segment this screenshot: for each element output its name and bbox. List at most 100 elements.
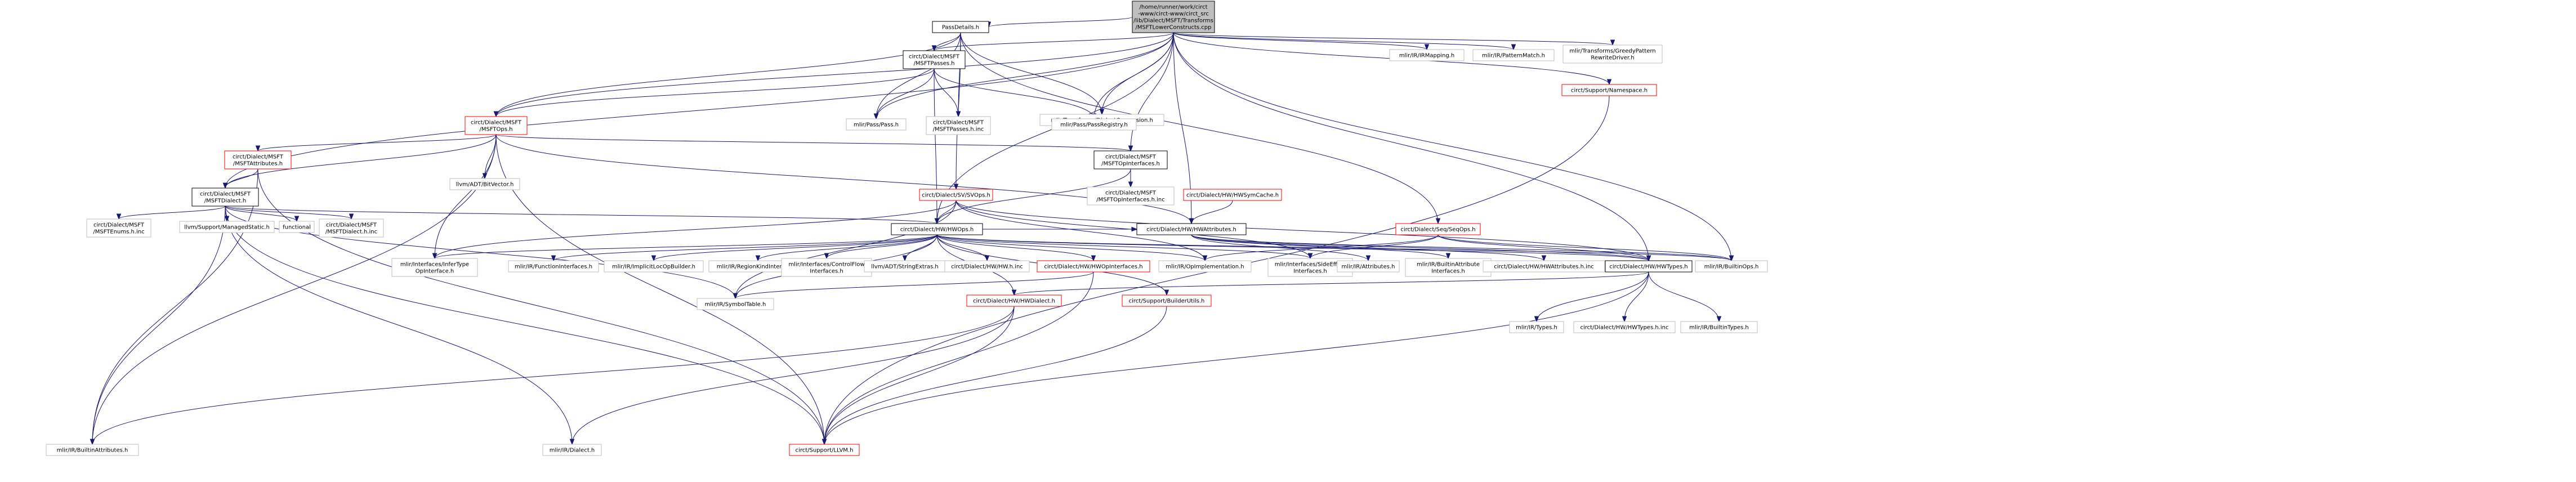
node-hwsymcache[interactable]: circt/Dialect/HW/HWSymCache.h: [1183, 189, 1282, 201]
node-builtinattrs: mlir/IR/BuiltinAttributes.h: [46, 444, 139, 456]
edge-arrowhead: [873, 113, 879, 120]
edge-arrowhead: [1099, 109, 1105, 115]
edge-line: [956, 200, 1649, 261]
node-label-line: /MSFTDialect.h.inc: [325, 229, 377, 235]
edge-line: [757, 234, 937, 261]
edge-line: [225, 32, 1174, 189]
node-passregistry: mlir/Pass/PassRegistry.h: [1051, 118, 1137, 131]
node-box: [86, 218, 151, 238]
node-label-line: mlir/IR/BuiltinAttribute: [1417, 262, 1480, 268]
node-namespace[interactable]: circt/Support/Namespace.h: [1561, 84, 1657, 96]
node-label-line: circt/Dialect/HW/HWDialect.h: [973, 298, 1055, 305]
edge-arrowhead: [1445, 253, 1451, 260]
node-svops[interactable]: circt/Dialect/SV/SVOps.h: [919, 189, 993, 201]
node-box: [1472, 49, 1555, 61]
node-builtinops: mlir/IR/BuiltinOps.h: [1695, 260, 1768, 273]
edge-line: [1093, 32, 1174, 119]
node-msftops[interactable]: circt/Dialect/MSFT/MSFTOps.h: [465, 116, 528, 135]
node-box: [542, 444, 602, 456]
node-label-line: /MSFTEnums.h.inc: [93, 229, 144, 235]
edge-msftpasses-to-pass: [873, 68, 935, 120]
node-label-line: circt/Dialect/HW/HWTypes.h.inc: [1581, 325, 1669, 331]
node-bitvector: llvm/ADT/BitVector.h: [449, 178, 520, 190]
node-box: [1483, 260, 1605, 273]
node-label-line: functional: [283, 225, 311, 231]
node-passdetails[interactable]: PassDetails.h: [932, 21, 989, 33]
edge-arrowhead: [294, 216, 300, 222]
edge-hwattrs-to-hwtypes: [1191, 234, 1651, 262]
edge-arrowhead: [493, 111, 499, 118]
edge-line: [434, 234, 937, 259]
edge-msftattrs-to-builtinattrs: [90, 168, 258, 445]
node-box: [1093, 150, 1168, 169]
edge-hwsymcache-to-hwattrs: [1189, 200, 1233, 225]
edge-hwops-to-hwopifaces: [936, 234, 1096, 262]
edge-line: [225, 206, 352, 220]
node-label-line: circt/Support/LLVM.h: [796, 448, 854, 454]
node-label-line: circt/Dialect/HW/HW.h.inc: [951, 264, 1023, 270]
node-label-line: /lib/Dialect/MSFT/Transforms: [1133, 18, 1213, 24]
edge-line: [1191, 234, 1544, 261]
node-label-line: circt/Dialect/HW/HWSymCache.h: [1186, 193, 1279, 199]
edge-hwtypes-to-hwdialect: [1011, 271, 1649, 296]
edge-line: [495, 134, 825, 445]
edge-arrowhead: [349, 213, 354, 220]
node-hwtypesinc: circt/Dialect/HW/HWTypes.h.inc: [1573, 321, 1676, 333]
edge-arrowhead: [116, 213, 122, 220]
node-hwdialect[interactable]: circt/Dialect/HW/HWDialect.h: [966, 294, 1062, 307]
edge-hwdialect-to-builtinattrs: [90, 306, 1015, 445]
node-label-line: circt/Dialect/MSFT: [93, 222, 145, 229]
node-hwopifaces[interactable]: circt/Dialect/HW/HWOpInterfaces.h: [1037, 260, 1150, 273]
edge-arrowhead: [822, 439, 827, 445]
node-msftpassesinc: circt/Dialect/MSFT/MSFTPasses.h.inc: [926, 116, 991, 135]
node-root[interactable]: /home/runner/work/circt-www/circt-www/ci…: [1132, 1, 1215, 33]
node-box: [1087, 186, 1175, 206]
node-label-line: mlir/IR/BuiltinAttributes.h: [57, 448, 128, 454]
node-label-line: mlir/Interfaces/InferType: [400, 262, 469, 268]
node-msftopifaces[interactable]: circt/Dialect/MSFT/MSFTOpInterfaces.h: [1093, 150, 1168, 169]
node-label-line: circt/Dialect/MSFT: [909, 54, 960, 60]
edge-hwattrs-to-hwattrsinc: [1191, 234, 1547, 262]
node-msftdialectinc: circt/Dialect/MSFT/MSFTDialect.h.inc: [319, 218, 384, 238]
edge-line: [876, 68, 935, 119]
edge-arrowhead: [1622, 316, 1627, 323]
edge-hwops-to-controlflow: [824, 234, 937, 260]
node-hwops[interactable]: circt/Dialect/HW/HWOps.h: [891, 223, 983, 235]
node-label-line: circt/Dialect/MSFT: [233, 154, 284, 160]
node-msftattrs[interactable]: circt/Dialect/MSFT/MSFTAttributes.h: [224, 150, 292, 169]
edge-line: [653, 234, 937, 261]
edge-hwtypes-to-builtintypes: [1648, 271, 1722, 323]
node-funcifaces: mlir/IR/FunctionInterfaces.h: [508, 260, 599, 273]
edge-arrowhead: [984, 255, 990, 262]
edge-arrowhead: [1511, 44, 1516, 51]
node-msftpasses[interactable]: circt/Dialect/MSFT/MSFTPasses.h: [903, 50, 966, 69]
edge-arrowhead: [432, 253, 437, 260]
node-hwattrs[interactable]: circt/Dialect/HW/HWAttributes.h: [1136, 223, 1247, 235]
edge-hwops-to-hwattrs: [982, 226, 1138, 232]
edge-line: [495, 134, 1131, 151]
edge-arrowhead: [1435, 218, 1441, 225]
edge-root-to-passdetails: [986, 16, 1133, 28]
node-label-line: circt/Dialect/HW/HWTypes.h: [1609, 264, 1687, 270]
node-box: [781, 258, 872, 277]
node-msftdialect[interactable]: circt/Dialect/MSFT/MSFTDialect.h: [191, 188, 259, 207]
edge-line: [1173, 32, 1613, 46]
edge-msftops-to-msftopifaces: [495, 134, 1133, 152]
edge-passdetails-to-seqops: [960, 32, 1441, 225]
node-label-line: Interfaces.h: [1293, 269, 1327, 275]
node-symboltable: mlir/IR/SymbolTable.h: [697, 298, 774, 310]
node-label-line: mlir/IR/ImplicitLocOpBuilder.h: [612, 264, 695, 270]
node-box: [1337, 260, 1400, 273]
node-box: [903, 50, 966, 69]
edge-line: [1191, 234, 1732, 261]
node-label-line: /MSFTAttributes.h: [233, 161, 283, 167]
node-builderutils[interactable]: circt/Support/BuilderUtils.h: [1122, 294, 1212, 307]
node-label-line: mlir/IR/Attributes.h: [1342, 264, 1395, 270]
node-label-line: circt/Dialect/MSFT: [1105, 154, 1157, 160]
node-hwtypes[interactable]: circt/Dialect/HW/HWTypes.h: [1605, 260, 1693, 273]
edge-hwopifaces-to-symboltable: [733, 271, 1094, 300]
node-label-line: llvm/Support/ManagedStatic.h: [184, 225, 270, 231]
edge-arrowhead: [956, 111, 961, 118]
node-seqops[interactable]: circt/Dialect/Seq/SeqOps.h: [1395, 223, 1481, 235]
node-llvmh[interactable]: circt/Support/LLVM.h: [789, 444, 860, 456]
